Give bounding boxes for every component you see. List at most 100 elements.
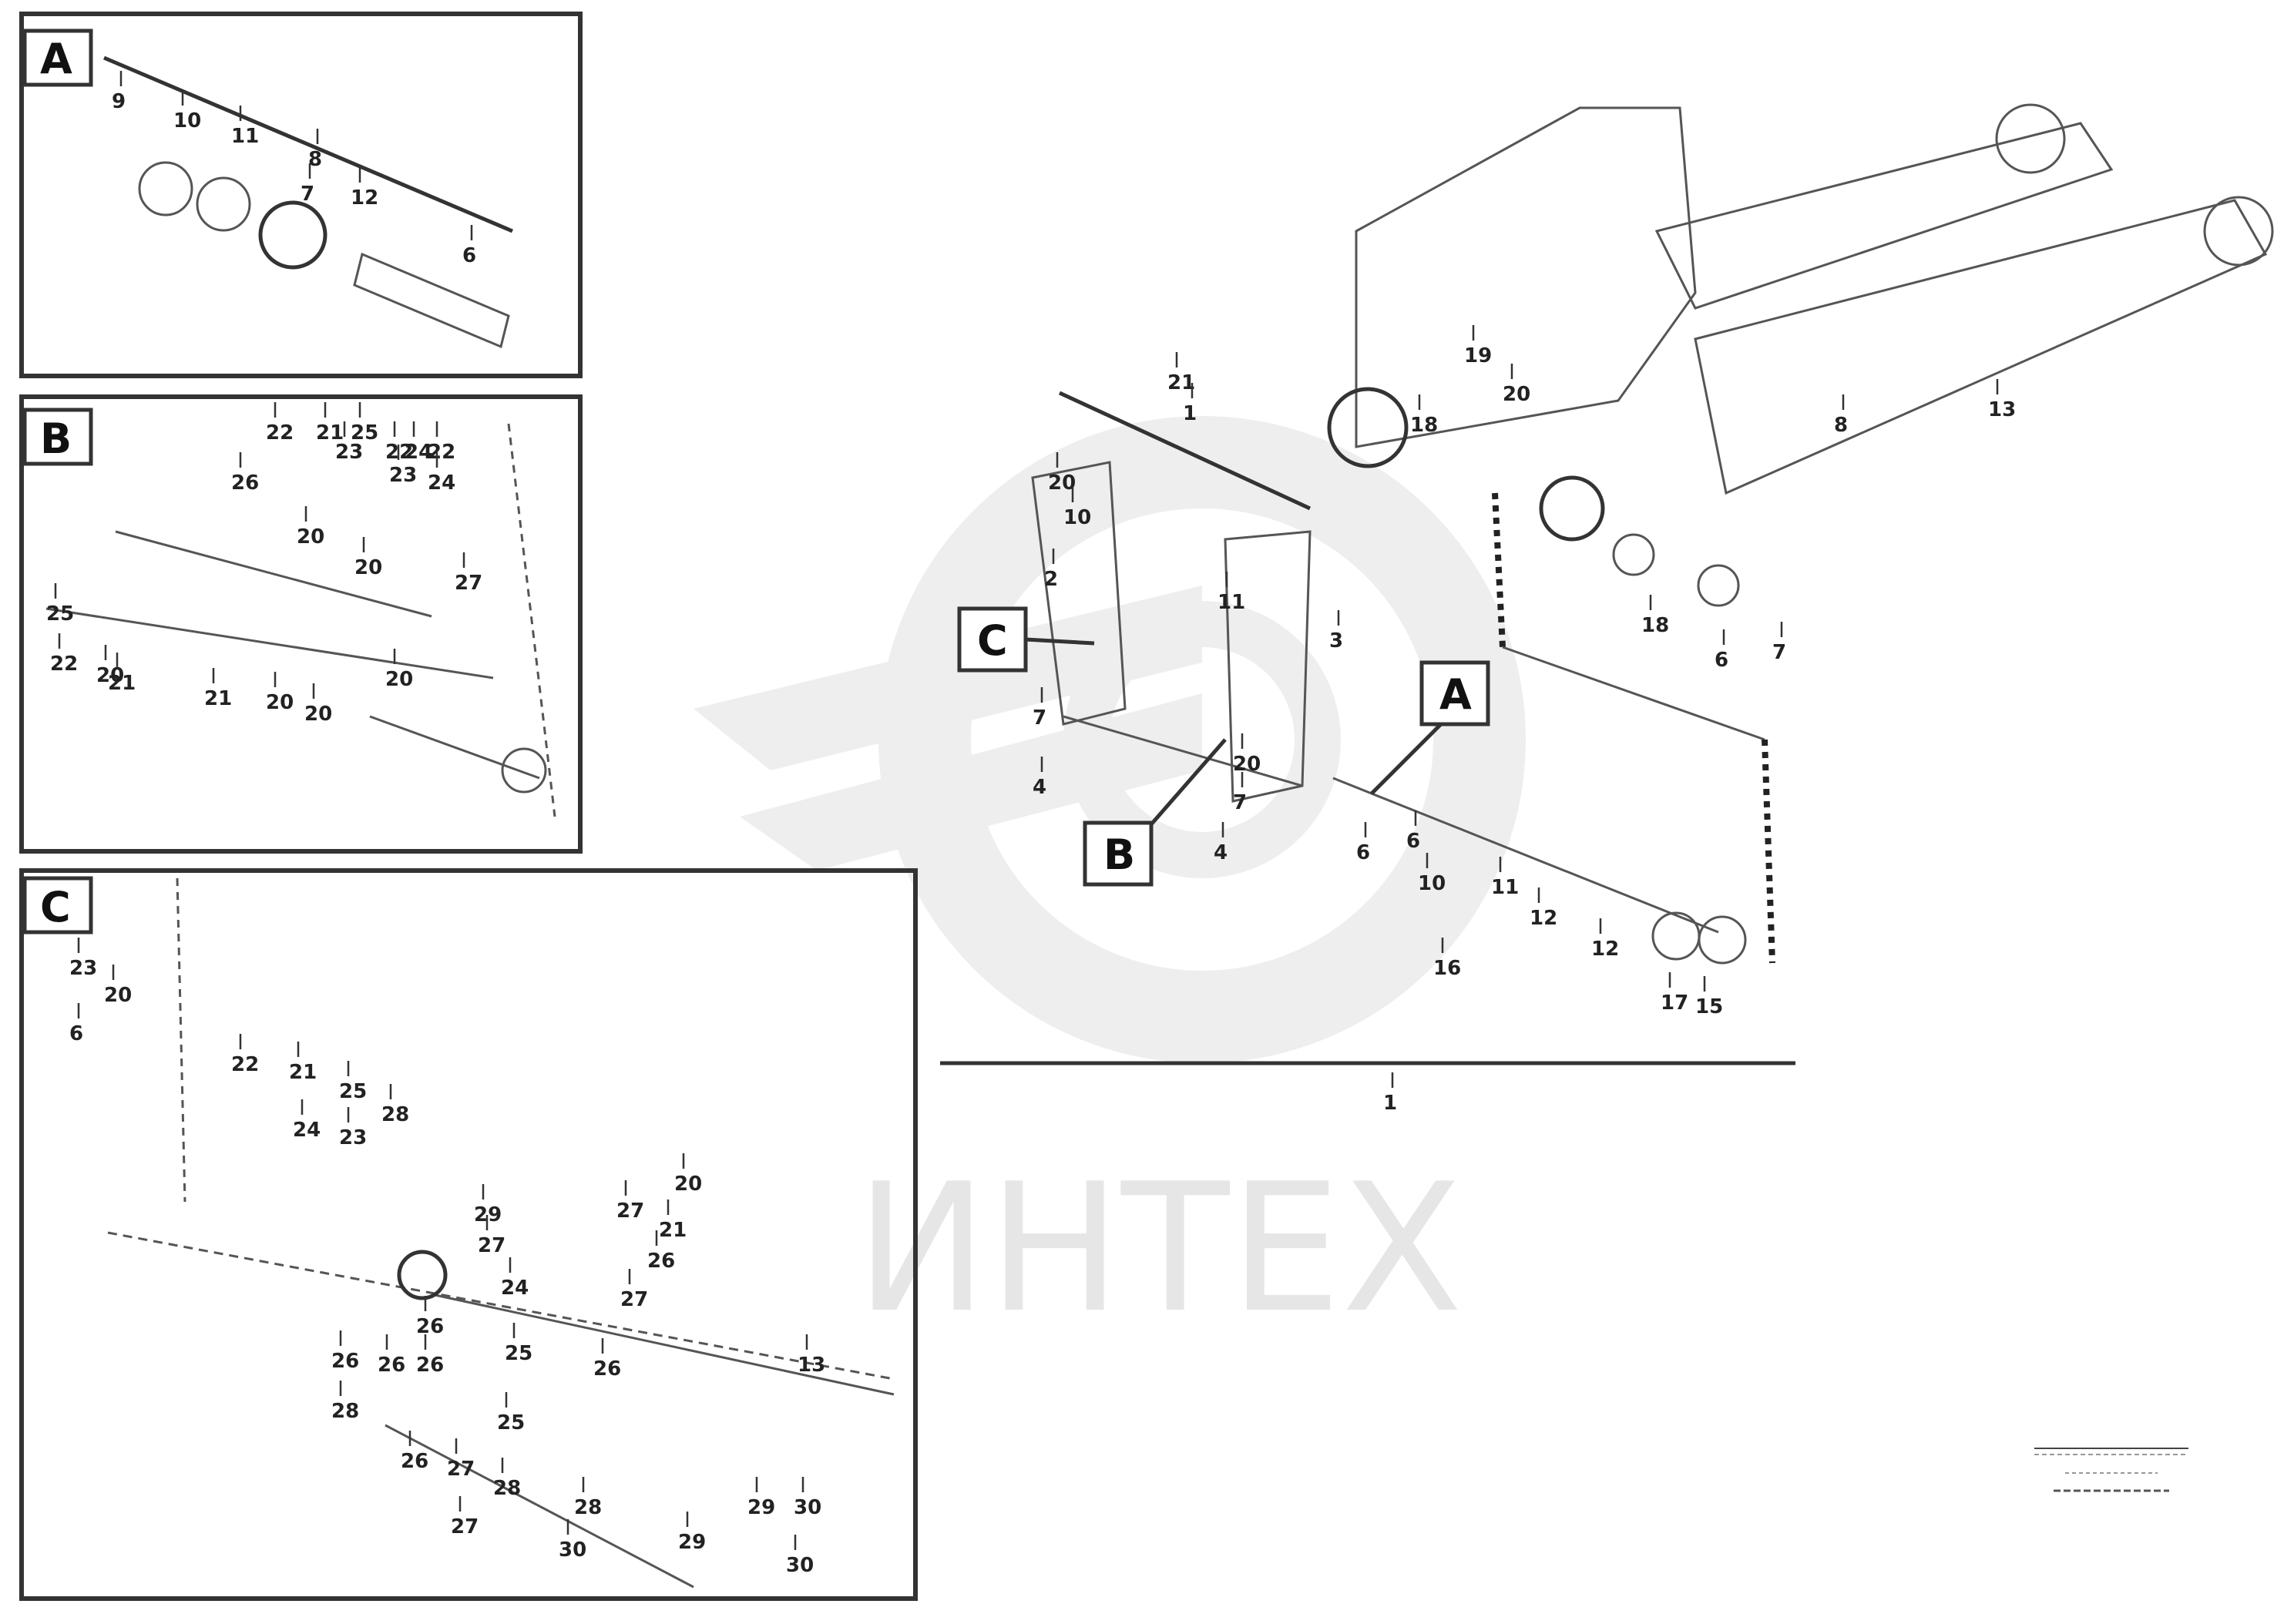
- view-c-labels: 2320622212528242329272021272627262526241…: [69, 938, 825, 1577]
- callout-c: [957, 606, 1028, 673]
- part-number-label: 10: [1063, 506, 1091, 529]
- callout-a: [1419, 660, 1490, 726]
- part-number-label: 28: [574, 1496, 602, 1519]
- boom-arm-lower: [1694, 199, 2268, 495]
- view-b-ring: [501, 747, 547, 794]
- part-number-label: 27: [616, 1200, 644, 1223]
- part-number-label: 1: [1383, 1092, 1397, 1115]
- watermark-stripe: [694, 586, 1202, 770]
- part-number-label: 8: [308, 148, 322, 171]
- part-number-label: 23: [389, 464, 417, 487]
- view-c-letter: C: [40, 883, 71, 931]
- view-b-linkage: [369, 715, 540, 780]
- part-number-label: 24: [405, 441, 432, 464]
- view-a-tag: [22, 29, 93, 87]
- part-number-label: 28: [381, 1103, 409, 1126]
- part-number-label: 23: [339, 1126, 367, 1149]
- part-number-label: 13: [1988, 398, 2016, 421]
- part-number-label: 20: [385, 668, 413, 691]
- view-a-frame: [19, 12, 583, 378]
- part-number-label: 21: [108, 672, 136, 695]
- dashed-assembly-line: [1492, 492, 1506, 648]
- part-number-label: 17: [1661, 992, 1688, 1015]
- view-c-tag: [22, 876, 93, 934]
- part-number-label: 23: [69, 957, 97, 980]
- part-number-label: 27: [455, 572, 482, 595]
- part-number-label: 26: [331, 1350, 359, 1373]
- part-number-label: 18: [1641, 614, 1669, 637]
- part-number-label: 6: [1356, 841, 1370, 864]
- part-number-label: 8: [1834, 414, 1848, 437]
- washer: [1697, 564, 1740, 607]
- part-number-label: 1: [1183, 402, 1197, 425]
- part-number-label: 7: [301, 183, 314, 206]
- part-number-label: 21: [289, 1061, 317, 1084]
- part-number-label: 24: [428, 471, 455, 495]
- part-number-label: 24: [293, 1119, 321, 1142]
- view-b-frame: [19, 394, 583, 854]
- part-number-label: 26: [416, 1354, 444, 1377]
- part-number-label: 21: [316, 421, 344, 445]
- part-number-label: 25: [497, 1411, 525, 1434]
- view-b-outline: [507, 423, 556, 817]
- part-number-label: 19: [1464, 344, 1492, 367]
- part-number-label: 23: [335, 441, 363, 464]
- part-number-label: 28: [493, 1477, 521, 1500]
- part-number-label: 9: [112, 90, 126, 113]
- part-number-label: 25: [351, 421, 378, 445]
- part-number-label: 22: [428, 441, 455, 464]
- part-number-label: 12: [1591, 938, 1619, 961]
- part-number-label: 28: [331, 1400, 359, 1423]
- part-number-label: 26: [647, 1250, 675, 1273]
- part-number-label: 6: [462, 244, 476, 267]
- part-number-label: 25: [505, 1342, 532, 1365]
- part-number-label: 27: [478, 1234, 505, 1257]
- part-number-label: 27: [451, 1515, 479, 1538]
- boom-bracket: [1355, 106, 1697, 448]
- part-number-label: 7: [1233, 791, 1247, 814]
- part-number-label: 21: [659, 1219, 687, 1242]
- part-number-label: 16: [1433, 957, 1461, 980]
- part-number-label: 22: [50, 653, 78, 676]
- part-number-label: 20: [297, 525, 324, 549]
- boom-arm-upper: [1654, 122, 2114, 310]
- part-number-label: 22: [231, 1053, 259, 1076]
- part-number-label: 25: [339, 1080, 367, 1103]
- part-number-label: 13: [798, 1354, 825, 1377]
- washer: [1698, 915, 1747, 965]
- view-a-gear: [258, 200, 327, 270]
- part-number-label: 20: [1233, 753, 1261, 776]
- view-b-letter: B: [40, 414, 72, 463]
- part-number-label: 6: [1715, 649, 1728, 672]
- washer: [1612, 533, 1655, 576]
- detail-view-b: B 22212523222422262324202027252021202022…: [19, 394, 583, 854]
- part-number-label: 27: [620, 1288, 648, 1311]
- part-number-label: 30: [786, 1554, 814, 1577]
- part-number-label: 30: [559, 1538, 586, 1562]
- part-number-label: 6: [69, 1022, 83, 1045]
- part-number-label: 26: [593, 1357, 621, 1381]
- part-number-label: 26: [416, 1315, 444, 1338]
- part-number-label: 29: [747, 1496, 775, 1519]
- part-number-label: 2: [1044, 568, 1058, 591]
- callout-c-letter: C: [977, 616, 1008, 665]
- part-number-label: 24: [501, 1277, 529, 1300]
- view-a-shaft: [103, 55, 513, 233]
- detail-view-c: C 23206222125282423292720212726272625262…: [19, 868, 918, 1601]
- view-a-arm: [353, 252, 510, 349]
- part-number-label: 7: [1772, 641, 1786, 664]
- part-number-label: 21: [204, 687, 232, 710]
- view-a-letter: A: [40, 35, 72, 83]
- part-number-label: 20: [1503, 383, 1530, 406]
- view-a-bearing: [196, 176, 251, 232]
- dashed-assembly-line: [1762, 739, 1775, 964]
- part-number-label: 4: [1033, 776, 1046, 799]
- view-c-outline: [107, 1231, 895, 1381]
- lower-shaft: [1332, 777, 1719, 934]
- part-number-label: 30: [794, 1496, 821, 1519]
